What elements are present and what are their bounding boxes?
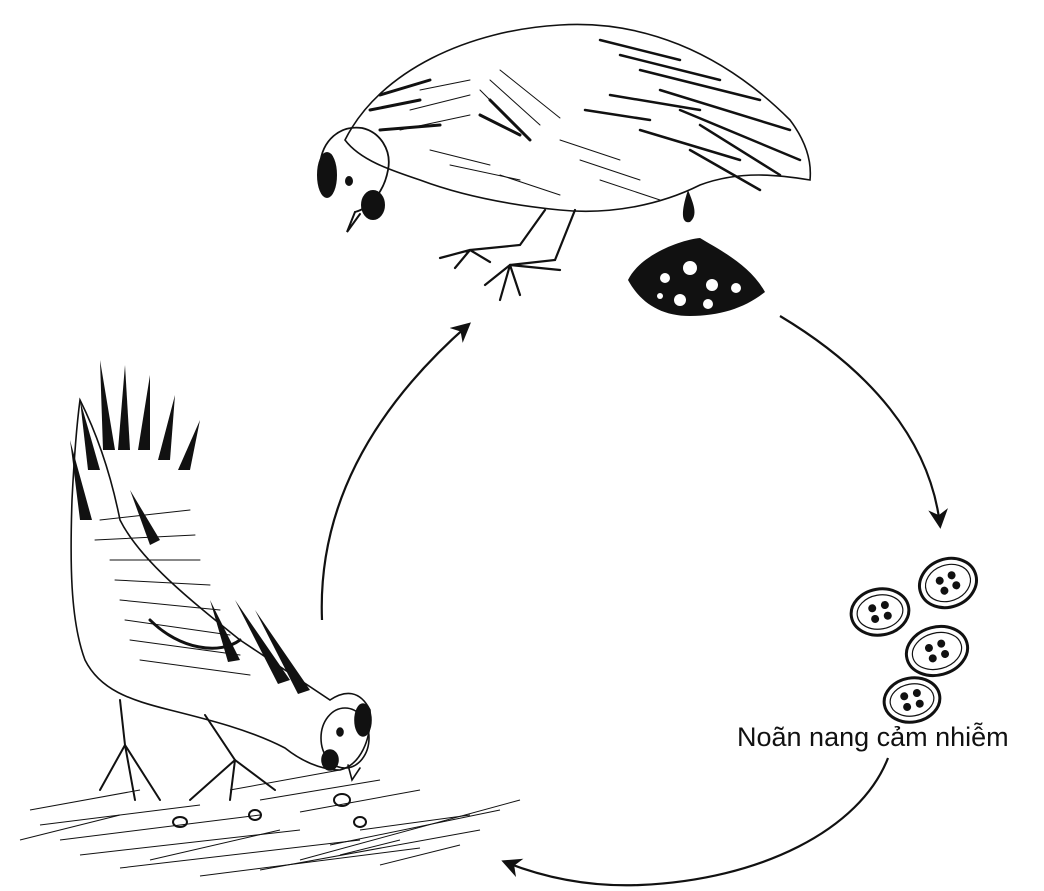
standing-chicken-illustration bbox=[318, 24, 810, 300]
oocyst bbox=[901, 620, 973, 682]
oocyst bbox=[847, 584, 912, 639]
cycle-arrow-feces-to-oocysts bbox=[780, 316, 940, 525]
cycle-arrow-pecking-to-standing bbox=[322, 325, 468, 620]
oocyst-icon bbox=[847, 551, 983, 727]
oocyst bbox=[913, 551, 984, 616]
feces-icon bbox=[628, 190, 765, 316]
oocyst bbox=[881, 673, 944, 726]
cycle-arrow-oocysts-to-ground bbox=[505, 758, 888, 885]
pecking-chicken-illustration bbox=[70, 360, 371, 800]
infective-oocysts-label: Noãn nang cảm nhiễm bbox=[737, 722, 1009, 753]
